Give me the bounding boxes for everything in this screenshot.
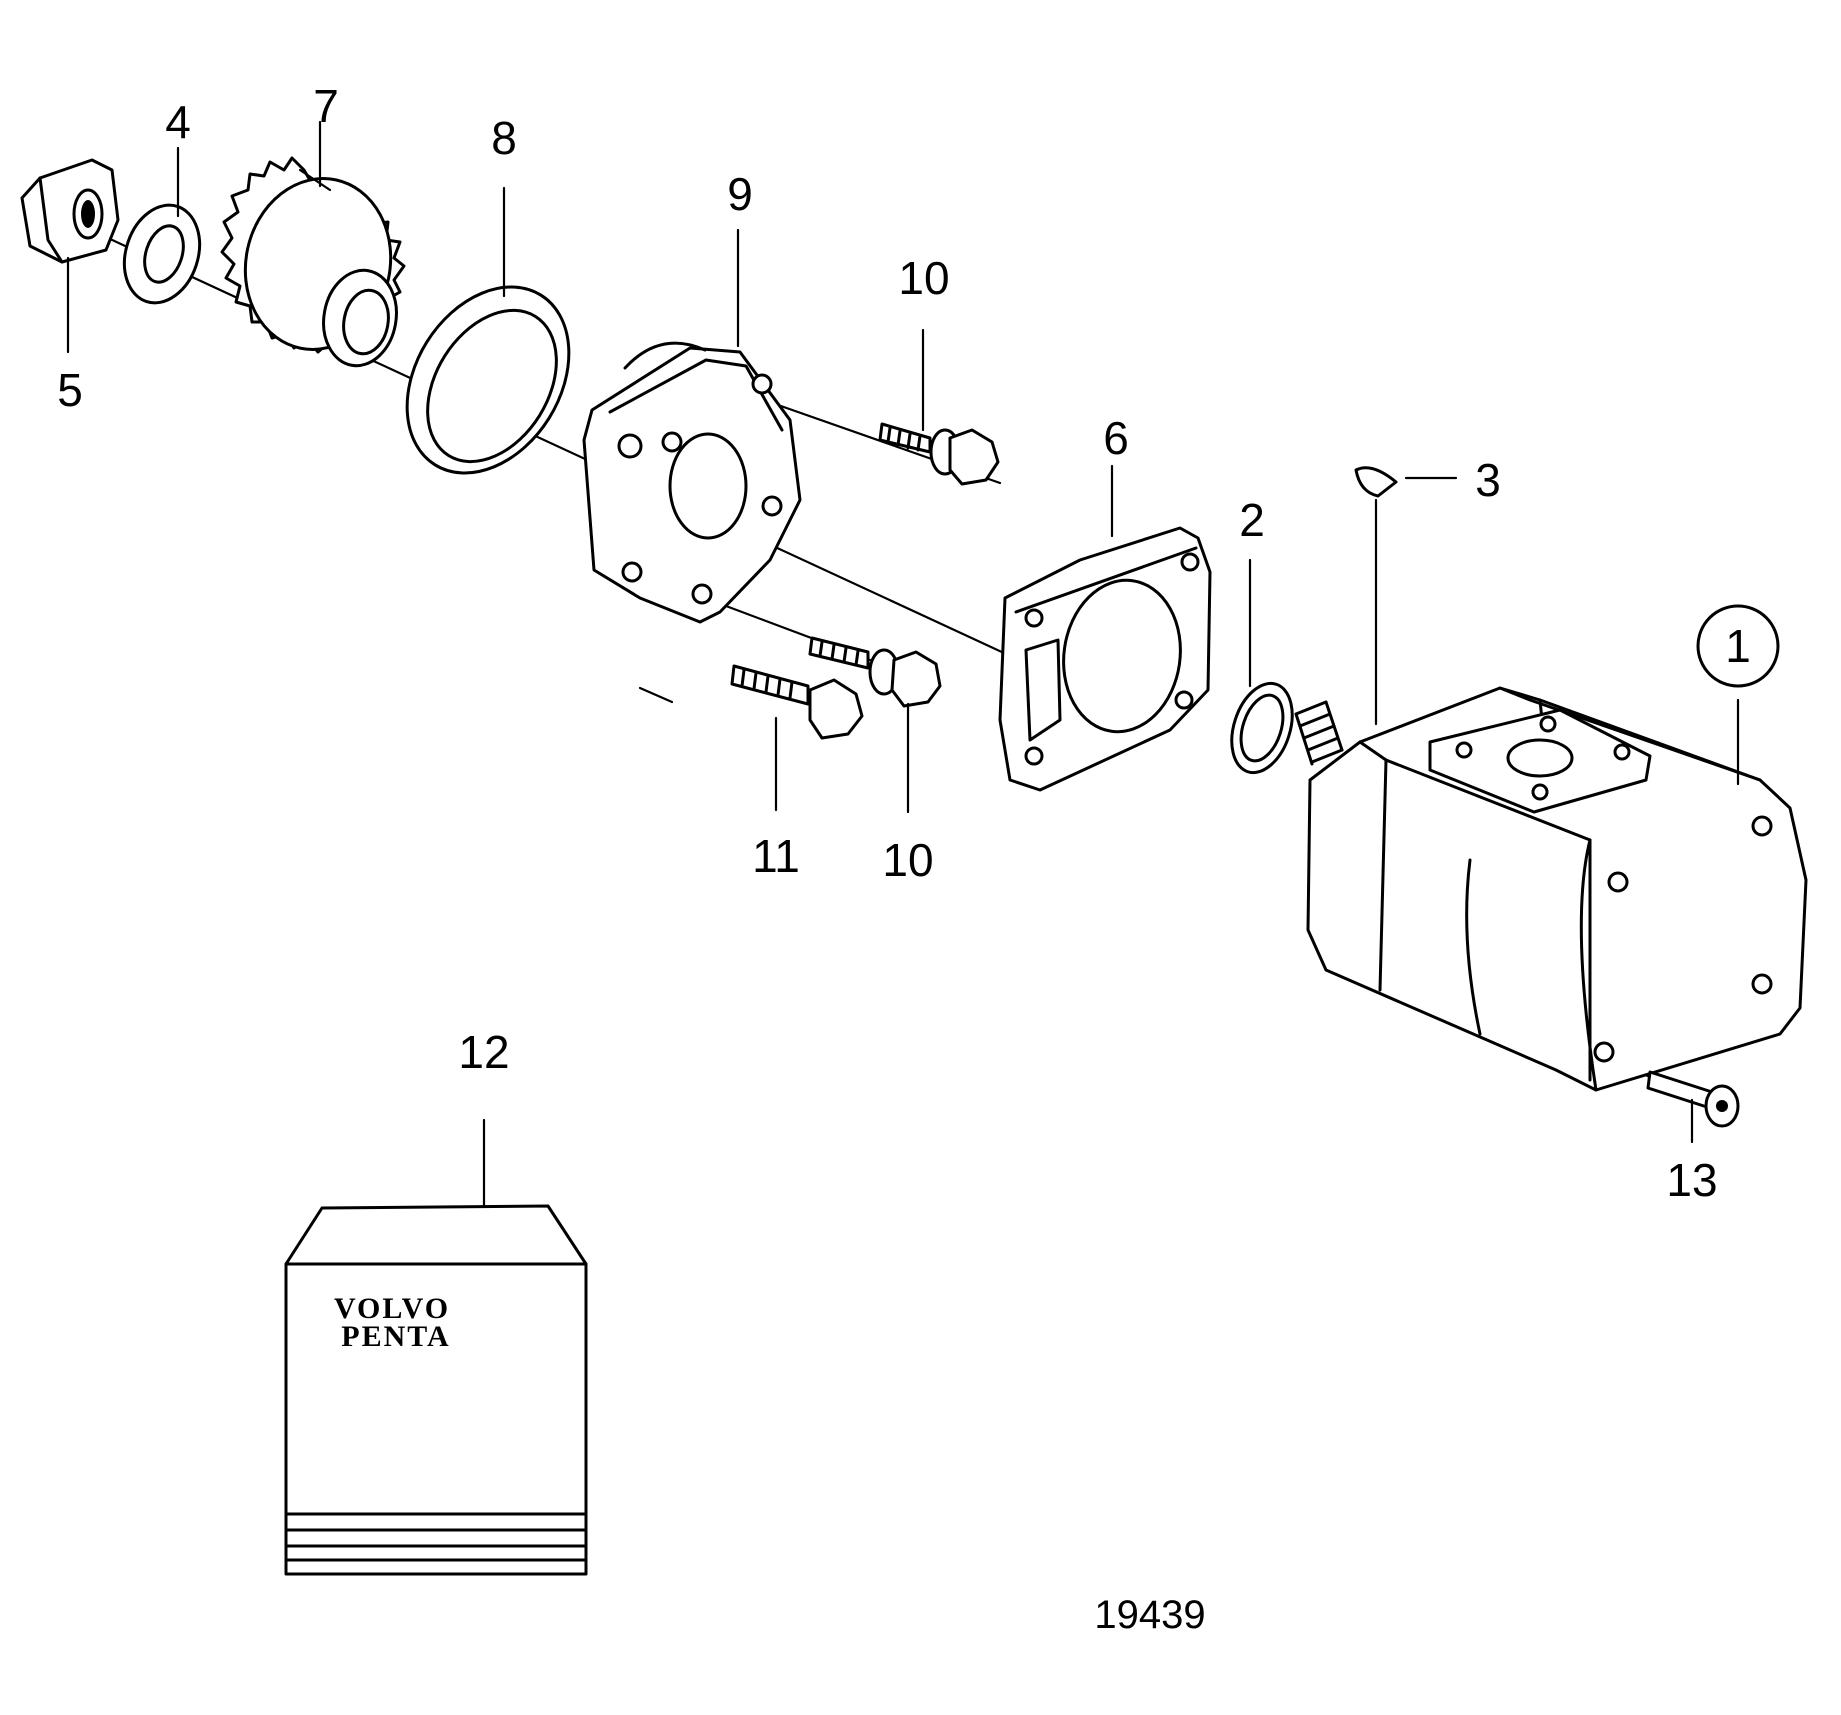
pump-body-part-1 (1294, 686, 1808, 1092)
seal-ring-part-8 (405, 285, 571, 475)
callout-10-upper: 10 (898, 252, 949, 304)
callout-circle-1 (1696, 604, 1780, 688)
bolt-part-10-upper (878, 422, 1000, 486)
callout-10-lower: 10 (882, 834, 933, 886)
callout-3: 3 (1475, 454, 1501, 506)
callout-2: 2 (1239, 494, 1265, 546)
key-part-3 (1354, 466, 1398, 726)
washer-part-4 (122, 203, 202, 305)
callout-8: 8 (491, 112, 517, 164)
kit-logo-penta: PENTA (341, 1320, 450, 1353)
callout-4: 4 (165, 96, 191, 148)
gasket-part-6 (998, 526, 1212, 792)
bolt-part-11 (730, 664, 864, 740)
cover-plate-part-9 (582, 341, 802, 624)
callout-11: 11 (752, 830, 800, 882)
kit-logo-volvo: VOLVO (334, 1292, 450, 1325)
bolt-part-10-lower (808, 636, 942, 708)
callout-12: 12 (458, 1026, 509, 1078)
kit-package-part-12 (284, 1204, 588, 1576)
callout-9: 9 (727, 168, 753, 220)
gear-part-7 (220, 156, 406, 368)
drawing-number: 19439 (1094, 1593, 1205, 1637)
callout-7: 7 (313, 80, 339, 132)
callout-5: 5 (57, 364, 83, 416)
o-ring-part-2 (1230, 681, 1294, 775)
nut-part-5 (20, 158, 120, 264)
callout-13: 13 (1666, 1154, 1717, 1206)
leader-lines (66, 120, 1740, 1208)
callout-1: 1 (1725, 620, 1751, 672)
callout-6: 6 (1103, 412, 1129, 464)
screw-part-13 (1646, 1070, 1740, 1128)
